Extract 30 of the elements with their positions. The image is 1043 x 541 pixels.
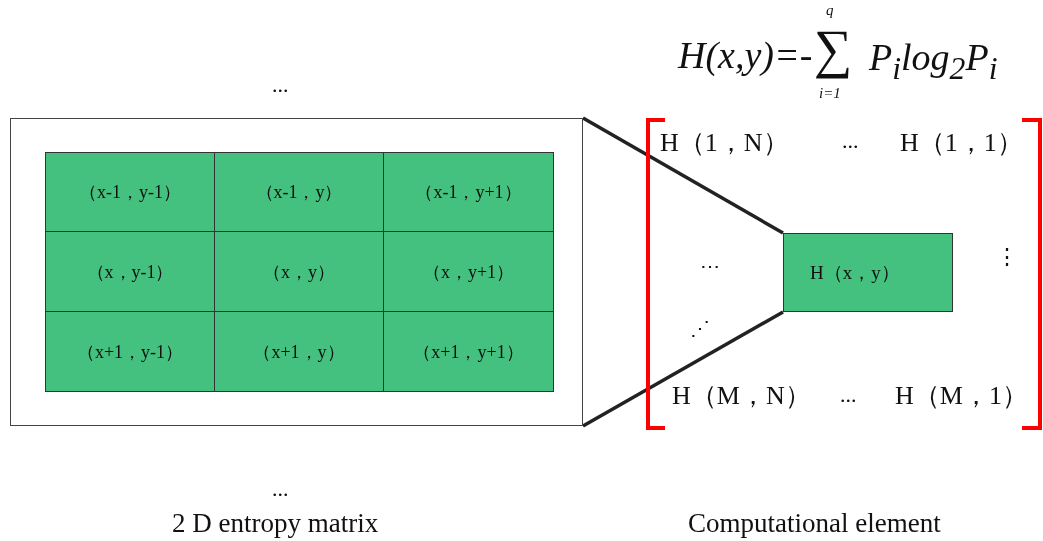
formula-limit: i=1 [819, 86, 841, 101]
formula-limit: q [826, 3, 834, 18]
ellipsis: ... [842, 130, 859, 152]
zoom-line [582, 310, 784, 428]
ellipsis: ⋮ [996, 246, 1018, 268]
result-box: H（x，y） [783, 233, 953, 312]
matrix-cell: （x-1，y） [214, 152, 384, 232]
formula-text: P$_{i}$log$_{2}$P$_{i}$ [869, 38, 998, 85]
matrix-cell: （x-1，y+1） [383, 152, 554, 232]
ellipsis: ... [272, 478, 289, 500]
matrix-entry: H（M，1） [895, 383, 1028, 409]
ellipsis: ... [840, 384, 857, 406]
matrix-entry: H（1，N） [660, 130, 789, 156]
matrix-cell: （x，y+1） [383, 231, 554, 312]
matrix-entry: H（M，N） [672, 383, 811, 409]
matrix-cell: （x，y） [214, 231, 384, 312]
matrix-cell: （x，y-1） [45, 231, 215, 312]
matrix-cell: （x+1，y-1） [45, 311, 215, 392]
ellipsis: ⋯ [700, 256, 720, 276]
outline-frame [10, 118, 583, 426]
matrix-cell: （x+1，y） [214, 311, 384, 392]
ellipsis: ... [272, 74, 289, 96]
caption: Computational element [688, 510, 941, 537]
ellipsis: ⋰ [690, 318, 710, 338]
matrix-cell: （x-1，y-1） [45, 152, 215, 232]
formula-text: H(x,y)=- [678, 36, 813, 74]
matrix-entry: H（1，1） [900, 130, 1023, 156]
zoom-line [582, 116, 784, 235]
caption: 2 D entropy matrix [172, 510, 379, 537]
matrix-cell: （x+1，y+1） [383, 311, 554, 392]
